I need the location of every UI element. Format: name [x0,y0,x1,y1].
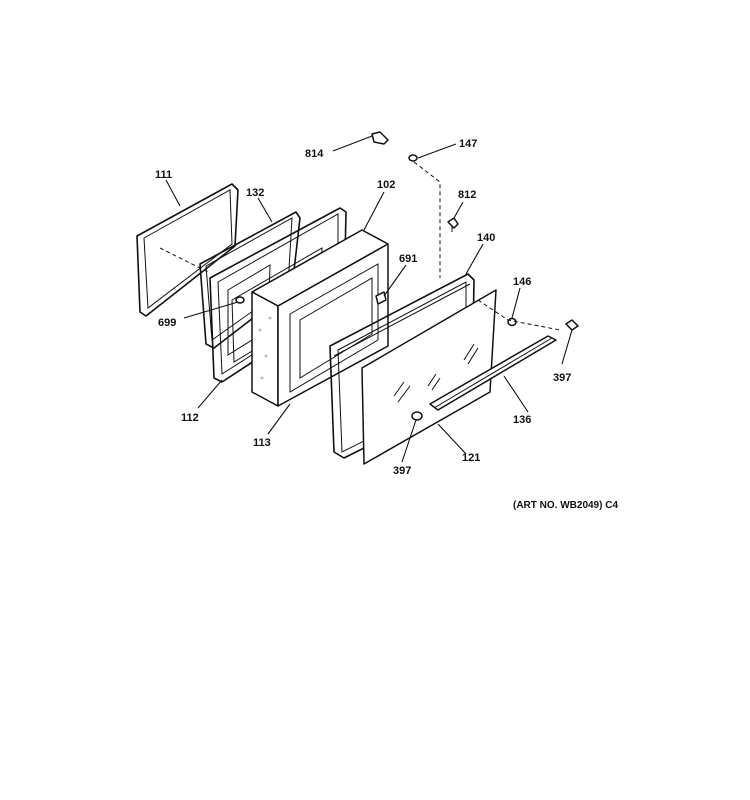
part-113-inner-panel [251,229,389,407]
assembly-line-111 [159,247,209,273]
label-691: 691 [399,253,417,265]
leader-112 [197,379,223,409]
part-121-glass-panel [361,289,497,465]
leader-699 [183,301,239,319]
assembly-line-147 [413,161,441,278]
leader-111 [165,179,181,207]
label-147: 147 [459,138,477,150]
part-699-clip [235,296,245,304]
label-121: 121 [462,452,480,464]
label-136: 136 [513,414,531,426]
leader-812 [453,201,464,219]
leader-140 [465,243,484,275]
part-691-clip [375,291,387,305]
part-111-gasket [136,183,239,317]
assembly-line-146 [477,299,561,331]
label-699: 699 [158,317,176,329]
leader-397-right [561,329,573,365]
part-136-trim-bar [429,335,557,411]
leader-132 [257,197,273,223]
art-number: (ART NO. WB2049) C4 [513,500,618,511]
part-397-screw-right [565,319,579,331]
label-397-right: 397 [553,372,571,384]
label-132: 132 [246,187,264,199]
leader-147 [417,143,457,159]
leader-113 [267,403,291,435]
leader-136 [503,375,529,413]
label-112: 112 [181,412,199,424]
part-146-bumper [507,317,517,327]
leader-397-bottom [401,419,417,463]
label-397-bottom: 397 [393,465,411,477]
part-812-screw [447,217,459,232]
leader-146 [511,287,521,319]
label-812: 812 [458,189,476,201]
leader-121 [437,423,467,455]
label-111: 111 [155,169,172,181]
leader-691 [383,264,407,297]
part-397-screw-bottom [411,411,423,421]
label-113: 113 [253,437,271,449]
part-147-washer [408,154,418,162]
label-146: 146 [513,276,531,288]
label-140: 140 [477,232,495,244]
leader-102 [363,191,385,231]
label-814: 814 [305,148,324,160]
part-814-screw [371,131,389,145]
label-102: 102 [377,179,395,191]
leader-814 [332,135,373,152]
